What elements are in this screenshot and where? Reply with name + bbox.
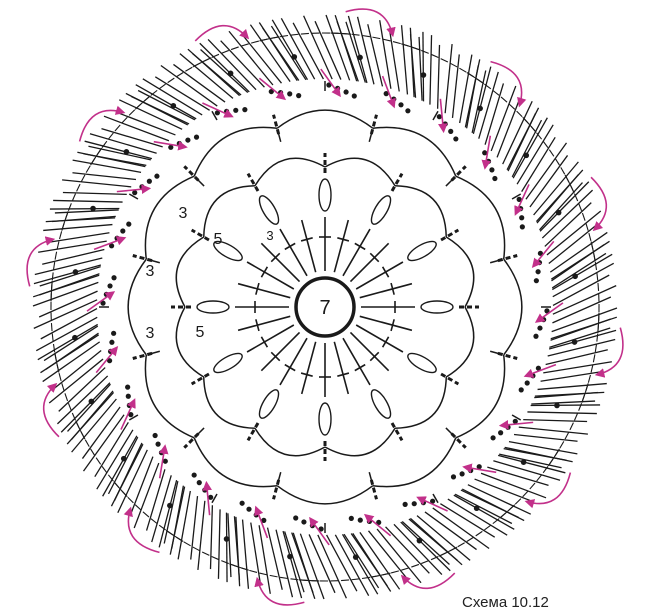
outer-arc xyxy=(452,166,521,259)
center-stitch xyxy=(261,243,299,281)
center-stitch xyxy=(350,243,388,281)
center-stitch xyxy=(350,332,388,370)
center-stitch xyxy=(301,342,316,394)
middle-arc xyxy=(441,230,500,307)
center-stitch xyxy=(261,332,299,370)
outer-arc xyxy=(498,255,551,354)
middle-arc xyxy=(197,377,258,440)
center-stitch xyxy=(319,179,331,271)
middle-arc xyxy=(248,132,325,191)
label-chain-3-left: 3 xyxy=(146,263,155,280)
outer-arc xyxy=(184,111,277,180)
center-stitch xyxy=(319,343,331,435)
stitch-fan xyxy=(283,515,391,599)
direction-arrow xyxy=(310,518,329,544)
outer-arc xyxy=(373,434,466,503)
figure-caption: Схема 10.12 xyxy=(462,594,549,611)
center-stitch xyxy=(238,316,290,331)
middle-arc xyxy=(446,307,500,377)
stitch-fan xyxy=(507,108,589,231)
stitch-fan xyxy=(533,241,617,349)
direction-arrow xyxy=(525,365,555,376)
stitch-fan xyxy=(465,59,547,181)
label-chain-3-top: 3 xyxy=(179,205,188,222)
stitch-fan xyxy=(401,489,524,571)
direction-arrow xyxy=(94,238,124,249)
stitch-fan xyxy=(33,265,117,373)
label-chain-3-inner: 3 xyxy=(266,228,273,243)
direction-arrow xyxy=(383,76,394,106)
middle-arc xyxy=(150,307,209,384)
turn-arrow xyxy=(591,177,606,230)
center-stitch xyxy=(360,283,412,298)
direction-arrow xyxy=(321,69,340,95)
label-chain-5-top: 5 xyxy=(214,231,223,248)
label-chain-5-bottom: 5 xyxy=(196,324,205,341)
stitch-fan xyxy=(126,43,249,125)
direction-arrow xyxy=(536,303,562,322)
center-stitch xyxy=(361,301,453,313)
middle-arc xyxy=(325,423,402,482)
stitch-fan xyxy=(77,85,199,167)
center-stitch xyxy=(334,220,349,272)
stitch-fan xyxy=(259,15,367,99)
label-chain-3-bottom: 3 xyxy=(146,325,155,342)
middle-arc xyxy=(392,174,453,237)
stitch-fan xyxy=(103,433,185,555)
center-stitch xyxy=(197,301,289,313)
turn-arrow xyxy=(402,573,455,588)
turn-arrow xyxy=(44,384,59,437)
turn-arrow xyxy=(195,26,248,41)
outer-arc xyxy=(99,259,152,358)
stitch-fan xyxy=(451,447,573,529)
center-stitch xyxy=(301,220,316,272)
outer-arc xyxy=(273,81,372,134)
middle-arc xyxy=(255,428,325,482)
center-stitch xyxy=(334,342,349,394)
middle-arc xyxy=(150,237,204,307)
stitch-fan xyxy=(61,383,143,506)
middle-arc xyxy=(192,179,255,240)
outer-arc xyxy=(277,480,376,533)
center-ring-label: 7 xyxy=(319,297,330,319)
center-stitch xyxy=(360,316,412,331)
direction-arrow xyxy=(256,507,267,537)
middle-arc xyxy=(395,374,458,435)
direction-arrow xyxy=(87,292,113,311)
center-stitch xyxy=(238,283,290,298)
middle-arc xyxy=(325,132,395,186)
outer-arc xyxy=(129,355,198,448)
